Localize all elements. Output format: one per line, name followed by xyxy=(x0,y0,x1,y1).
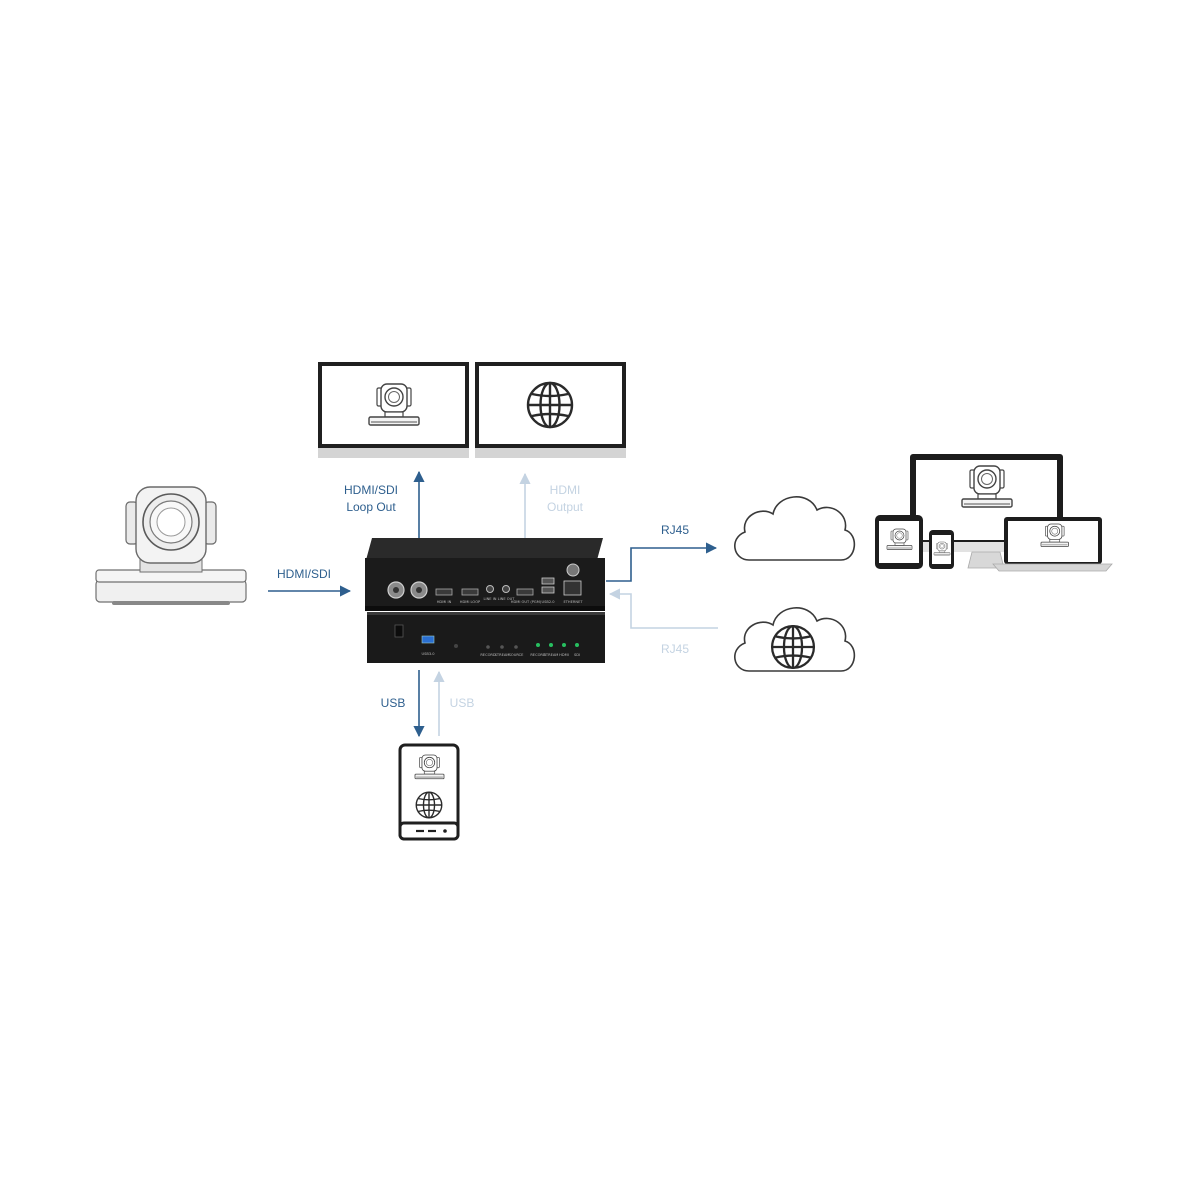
hdmi-output-label-line1: HDMI xyxy=(550,483,581,497)
port-label: HDMI LOOP xyxy=(460,600,481,604)
button-label: RECORD xyxy=(480,653,496,657)
loop-out-label-line1: HDMI/SDI xyxy=(344,483,398,497)
globe-icon xyxy=(415,791,443,819)
hdmi-sdi-input-label: HDMI/SDI xyxy=(277,567,331,581)
usb-active-label: USB xyxy=(381,696,406,710)
monitor-icon xyxy=(318,362,469,458)
led-label: RECORD xyxy=(530,653,546,657)
tablet-icon xyxy=(875,515,923,569)
monitor-icon xyxy=(475,362,626,458)
power-connector xyxy=(566,563,580,577)
button-label: SOURCE xyxy=(509,653,525,657)
sdi-led xyxy=(575,643,579,647)
rj45-out-arrow xyxy=(606,542,718,582)
usb3-label: USB3.0 xyxy=(421,652,435,656)
source-button[interactable] xyxy=(514,645,518,649)
globe-icon xyxy=(770,624,816,670)
record-led xyxy=(536,643,540,647)
hdmi-in-port xyxy=(435,588,453,596)
smartphone-icon xyxy=(929,530,954,569)
sdi-loop-connector xyxy=(410,581,428,599)
port-label: HDMI OUT (PGM) xyxy=(511,600,542,604)
portable-storage-icon xyxy=(398,743,460,841)
usb2-port-bottom xyxy=(541,586,555,594)
port-label: HDMI IN xyxy=(437,600,452,604)
sdi-connector xyxy=(387,581,405,599)
port-label: USB2.0 xyxy=(541,600,555,604)
line-in-jack xyxy=(486,585,494,593)
line-out-jack xyxy=(502,585,510,593)
hdmi-loop-port xyxy=(461,588,479,596)
hdmi-out-port xyxy=(516,588,534,596)
rj45-in-arrow xyxy=(608,588,718,629)
connection-labels: HDMI/SDI HDMI/SDI Loop Out HDMI Output R… xyxy=(277,483,689,710)
ptz-camera-icon xyxy=(95,486,247,605)
encoder-rear-panel: HDMI IN HDMI LOOP LINE IN LINE OUT HDMI … xyxy=(365,538,605,611)
led-label: SDI xyxy=(574,653,580,657)
record-button[interactable] xyxy=(486,645,490,649)
port-label: LINE IN xyxy=(484,597,497,601)
encoder-front-panel: USB3.0 RECORD STREAM SOURCE RECORD STREA… xyxy=(367,612,605,663)
hdmi-output-label-line2: Output xyxy=(547,500,584,514)
rj45-out-label: RJ45 xyxy=(661,523,689,537)
rj45-in-label: RJ45 xyxy=(661,642,689,656)
stream-button[interactable] xyxy=(500,645,504,649)
usb3-port xyxy=(421,635,435,644)
port-label: LINE OUT xyxy=(498,597,516,601)
led-label: HDMI xyxy=(559,653,569,657)
cloud-icon xyxy=(734,607,856,672)
laptop-icon xyxy=(992,517,1113,572)
cloud-icon xyxy=(734,496,856,561)
usb-inactive-label: USB xyxy=(450,696,475,710)
button-label: STREAM xyxy=(495,653,510,657)
stream-led xyxy=(549,643,553,647)
port-label: ETHERNET xyxy=(563,600,583,604)
led-label: STREAM xyxy=(544,653,559,657)
loop-out-label-line2: Loop Out xyxy=(346,500,396,514)
status-indicator xyxy=(454,644,458,648)
ethernet-port xyxy=(563,580,582,596)
globe-icon xyxy=(526,381,574,429)
hdmi-led xyxy=(562,643,566,647)
usb2-port-top xyxy=(541,577,555,585)
power-switch xyxy=(394,624,404,638)
